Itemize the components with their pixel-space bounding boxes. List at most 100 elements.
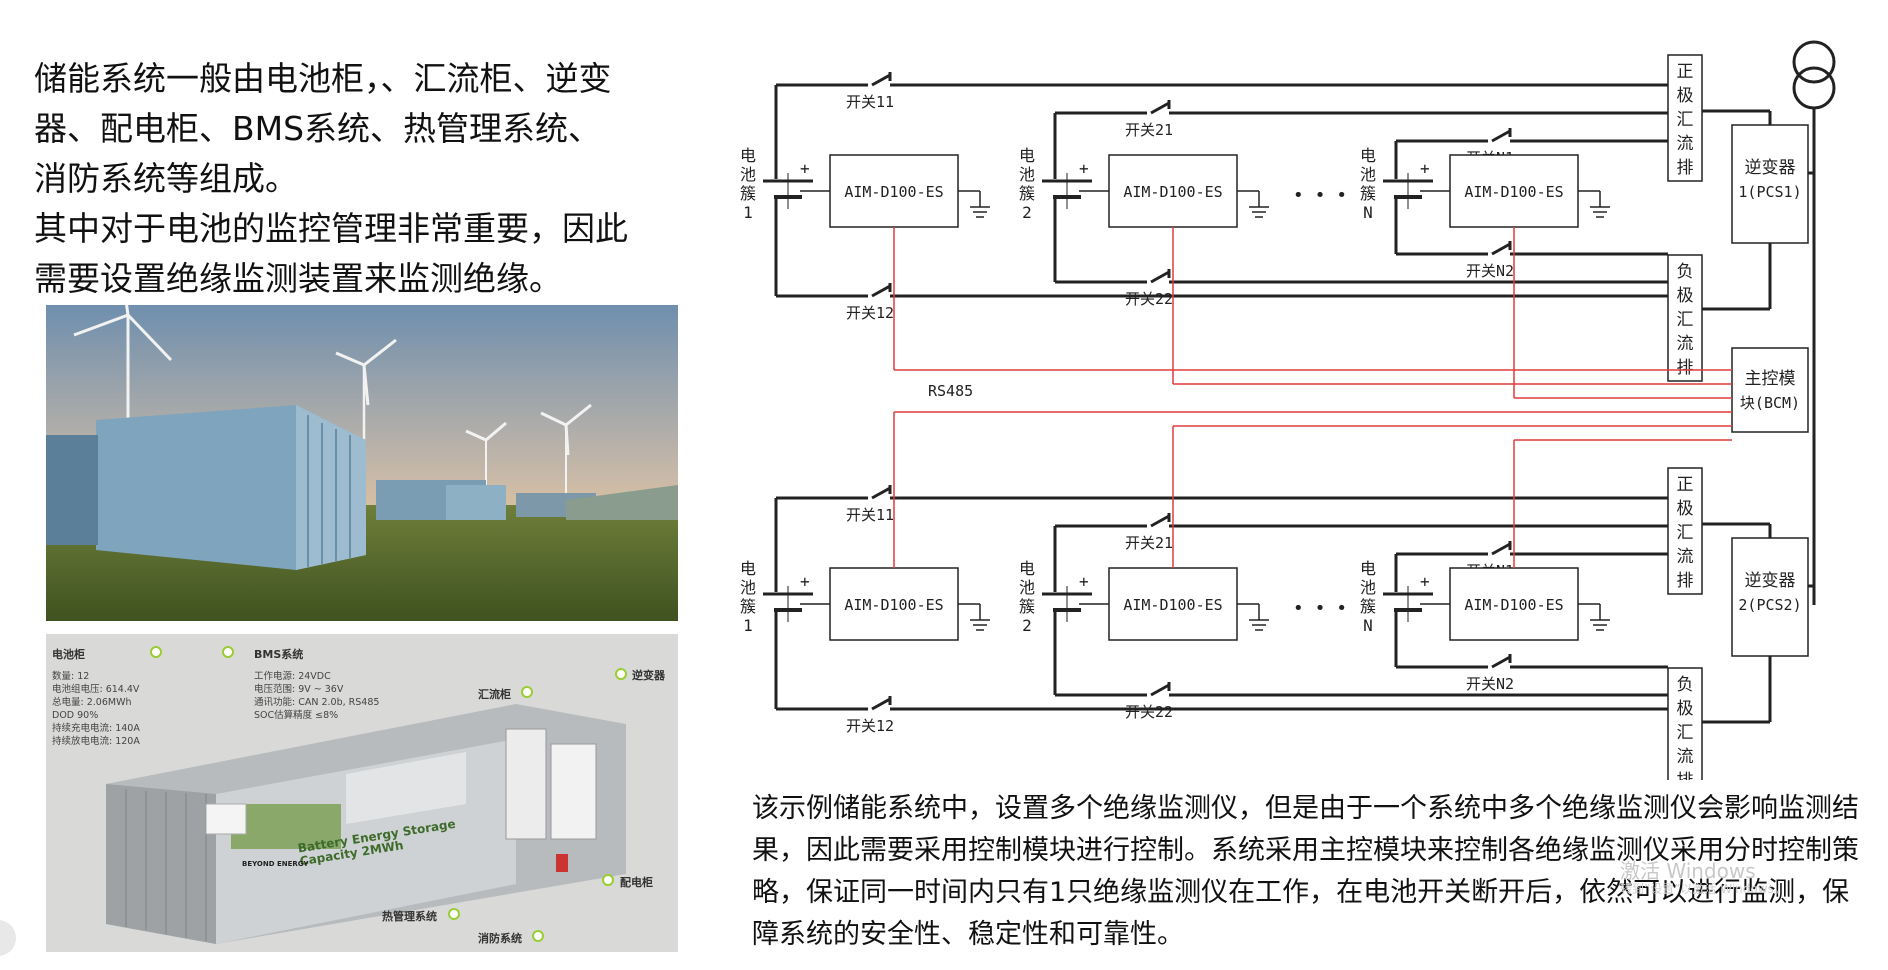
cluster-1-label: 电 <box>740 559 756 578</box>
spec-line: 工作电源: 24VDC <box>254 671 331 682</box>
positive-bus-label: 极 <box>1677 86 1694 106</box>
positive-bus-label: 正 <box>1677 62 1694 82</box>
bcm-label: 主控模 <box>1745 369 1796 389</box>
positive-bus-label: 汇 <box>1677 523 1694 543</box>
inverter-1-label: 逆变器 <box>1745 158 1796 178</box>
positive-bus-label: 正 <box>1677 475 1694 495</box>
label-combiner: 汇流柜 <box>478 688 511 701</box>
inverter-1-label: 1(PCS1) <box>1738 183 1801 201</box>
cluster-1-device-label: AIM-D100-ES <box>844 596 943 614</box>
negative-bus-label: 汇 <box>1677 310 1694 330</box>
negative-bus-label: 流 <box>1677 334 1694 354</box>
cluster-N-label: N <box>1363 616 1373 635</box>
ellipsis: • • • <box>1293 185 1347 206</box>
cluster-2-battery-plus: + <box>1079 159 1089 178</box>
cluster-N-label: 电 <box>1360 559 1376 578</box>
inverter-2-label: 2(PCS2) <box>1738 596 1801 614</box>
negative-bus-label: 排 <box>1677 771 1694 780</box>
intro-line-2: 其中对于电池的监控管理非常重要，因此需要设置绝缘监测装置来监测绝缘。 <box>34 209 628 298</box>
cluster-N-switch-top-blade <box>1491 129 1511 143</box>
brand-logo-text: BEYOND ENERGY <box>242 860 309 868</box>
positive-bus-box <box>1667 54 1703 182</box>
intro-text: 储能系统一般由电池柜，、汇流柜、逆变器、配电柜、BMS系统、热管理系统、消防系统… <box>34 54 634 304</box>
cluster-1-switch-top-blade <box>871 73 891 87</box>
label-fire: 消防系统 <box>478 932 522 945</box>
cluster-2-switch-bot-blade <box>1150 270 1170 284</box>
cluster-1-battery-plus: + <box>800 159 810 178</box>
label-thermal: 热管理系统 <box>382 910 437 923</box>
bcm-box <box>1731 347 1809 433</box>
negative-bus-box <box>1667 667 1703 795</box>
cluster-N-label: 簇 <box>1360 184 1376 203</box>
inverter-2-label: 逆变器 <box>1745 571 1796 591</box>
cluster-2-switch-top-label: 开关21 <box>1125 534 1173 552</box>
cluster-N-device-box <box>1449 154 1579 228</box>
negative-bus-label: 流 <box>1677 747 1694 767</box>
spec-line: 持续充电电流: 140A <box>52 723 140 734</box>
label-battery-cabinet: 电池柜 <box>52 648 85 661</box>
marker-battery-cabinet <box>150 646 162 658</box>
label-inverter: 逆变器 <box>632 669 665 682</box>
cluster-1-battery-plus: + <box>800 572 810 591</box>
cluster-1-switch-bot-label: 开关12 <box>846 717 894 735</box>
container-cutaway-photo: 电池柜 数量: 12 电池组电压: 614.4V 总电量: 2.06MWh DO… <box>46 634 678 952</box>
cluster-1-label: 簇 <box>740 184 756 203</box>
cluster-2-switch-top-label: 开关21 <box>1125 121 1173 139</box>
cluster-1-label: 电 <box>740 146 756 165</box>
cluster-2-label: 2 <box>1022 616 1032 635</box>
label-distribution: 配电柜 <box>620 876 653 889</box>
cluster-2-label: 电 <box>1019 559 1035 578</box>
spec-line: DOD 90% <box>52 710 99 721</box>
cluster-1-switch-bot-blade <box>871 284 891 298</box>
negative-bus-box <box>1667 254 1703 382</box>
negative-bus-label: 负 <box>1677 675 1694 695</box>
caption: 该示例储能系统中，设置多个绝缘监测仪，但是由于一个系统中多个绝缘监测仪会影响监测… <box>752 788 1862 956</box>
cluster-2-device-label: AIM-D100-ES <box>1123 596 1222 614</box>
landscape-illustration <box>46 305 678 621</box>
cluster-1-device-label: AIM-D100-ES <box>844 183 943 201</box>
battery-specs: 数量: 12 电池组电压: 614.4V 总电量: 2.06MWh DOD 90… <box>52 670 140 748</box>
marker-distribution <box>602 874 614 886</box>
cluster-2-switch-bot-blade <box>1150 683 1170 697</box>
positive-bus-label: 排 <box>1677 158 1694 178</box>
cluster-2-label: 簇 <box>1019 597 1035 616</box>
marker-fire <box>532 930 544 942</box>
spec-line: 总电量: 2.06MWh <box>52 697 132 708</box>
positive-bus-label: 流 <box>1677 547 1694 567</box>
cluster-1-label: 池 <box>740 578 756 597</box>
positive-bus-label: 极 <box>1677 499 1694 519</box>
cluster-2-switch-top-blade <box>1150 101 1170 115</box>
spec-line: 电池组电压: 614.4V <box>52 684 140 695</box>
cluster-N-label: 簇 <box>1360 597 1376 616</box>
cluster-1-label: 簇 <box>740 597 756 616</box>
scroll-handle[interactable] <box>0 920 16 956</box>
positive-bus-label: 汇 <box>1677 110 1694 130</box>
cluster-N-battery-plus: + <box>1420 572 1430 591</box>
cluster-2-label: 簇 <box>1019 184 1035 203</box>
positive-bus-label: 排 <box>1677 571 1694 591</box>
spec-line: 数量: 12 <box>52 671 90 682</box>
container-illustration <box>106 704 626 944</box>
cluster-N-switch-bot-blade <box>1491 242 1511 256</box>
marker-inverter <box>615 668 627 680</box>
cluster-1-switch-top-label: 开关11 <box>846 506 894 524</box>
transformer-coil-1 <box>1792 40 1836 84</box>
caption-text: 该示例储能系统中，设置多个绝缘监测仪，但是由于一个系统中多个绝缘监测仪会影响监测… <box>752 793 1859 950</box>
spec-line: 持续放电电流: 120A <box>52 736 140 747</box>
negative-bus-label: 极 <box>1677 699 1694 719</box>
rs485-label: RS485 <box>928 382 973 400</box>
cluster-1-switch-top-label: 开关11 <box>846 93 894 111</box>
cluster-2-label: 池 <box>1019 165 1035 184</box>
cluster-2-label: 电 <box>1019 146 1035 165</box>
negative-bus-label: 排 <box>1677 358 1694 378</box>
spec-line: 通讯功能: CAN 2.0b, RS485 <box>254 697 380 708</box>
cluster-N-switch-bot-blade <box>1491 655 1511 669</box>
cluster-N-device-label: AIM-D100-ES <box>1464 596 1563 614</box>
cluster-N-switch-bot-label: 开关N2 <box>1466 675 1514 693</box>
cluster-2-switch-bot-label: 开关22 <box>1125 290 1173 308</box>
cluster-2-battery-plus: + <box>1079 572 1089 591</box>
cluster-N-label: 电 <box>1360 146 1376 165</box>
cluster-2-label: 2 <box>1022 203 1032 222</box>
marker-bms <box>222 646 234 658</box>
